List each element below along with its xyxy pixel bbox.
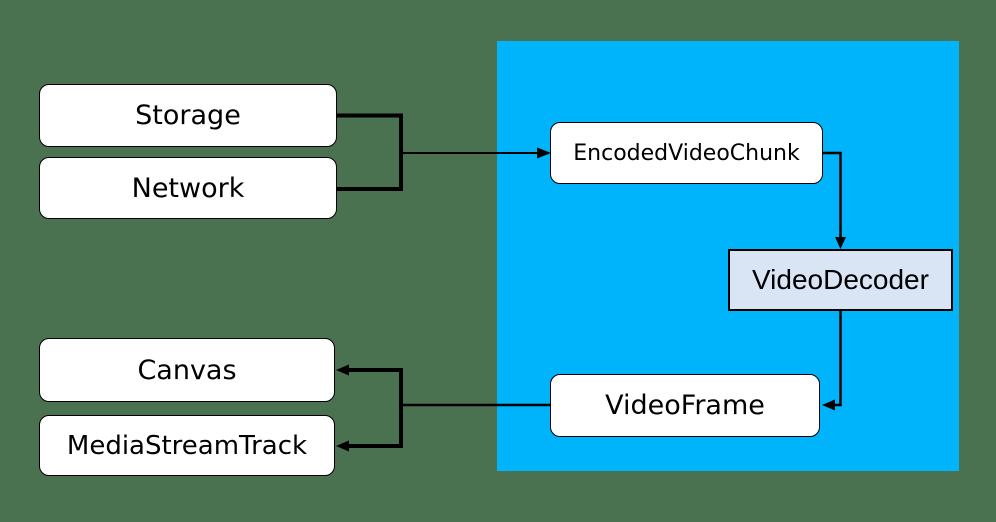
arrowhead-left-icon xyxy=(336,440,349,452)
node-media-stream-track-label: MediaStreamTrack xyxy=(66,430,308,461)
node-encoded-video-chunk-label: EncodedVideoChunk xyxy=(573,140,800,166)
arrowhead-left-icon xyxy=(822,399,835,411)
edge-encodedvideochunk-to-videodecoder xyxy=(823,151,846,249)
node-video-frame: VideoFrame xyxy=(550,374,820,437)
edge-videodecoder-to-videoframe xyxy=(822,311,842,411)
node-canvas-label: Canvas xyxy=(137,354,237,386)
node-video-frame-label: VideoFrame xyxy=(605,390,765,421)
arrowhead-right-icon xyxy=(537,147,551,159)
node-storage-label: Storage xyxy=(135,100,241,131)
edge-videoframe-to-fork xyxy=(399,368,550,448)
edge-fork-to-canvas xyxy=(336,364,401,376)
node-storage: Storage xyxy=(39,84,337,147)
edge-fork-to-mediastreamtrack xyxy=(336,440,401,452)
edge-to-encodedvideochunk xyxy=(402,147,551,159)
node-network-label: Network xyxy=(131,172,245,204)
node-encoded-video-chunk: EncodedVideoChunk xyxy=(550,122,823,184)
node-network: Network xyxy=(39,157,337,219)
node-canvas: Canvas xyxy=(39,338,335,402)
node-video-decoder-label: VideoDecoder xyxy=(752,264,929,295)
edge-storage-network-join xyxy=(337,113,403,191)
arrowhead-left-icon xyxy=(336,364,349,376)
arrowhead-down-icon xyxy=(835,237,846,249)
node-media-stream-track: MediaStreamTrack xyxy=(39,415,335,476)
node-video-decoder: VideoDecoder xyxy=(728,249,953,311)
